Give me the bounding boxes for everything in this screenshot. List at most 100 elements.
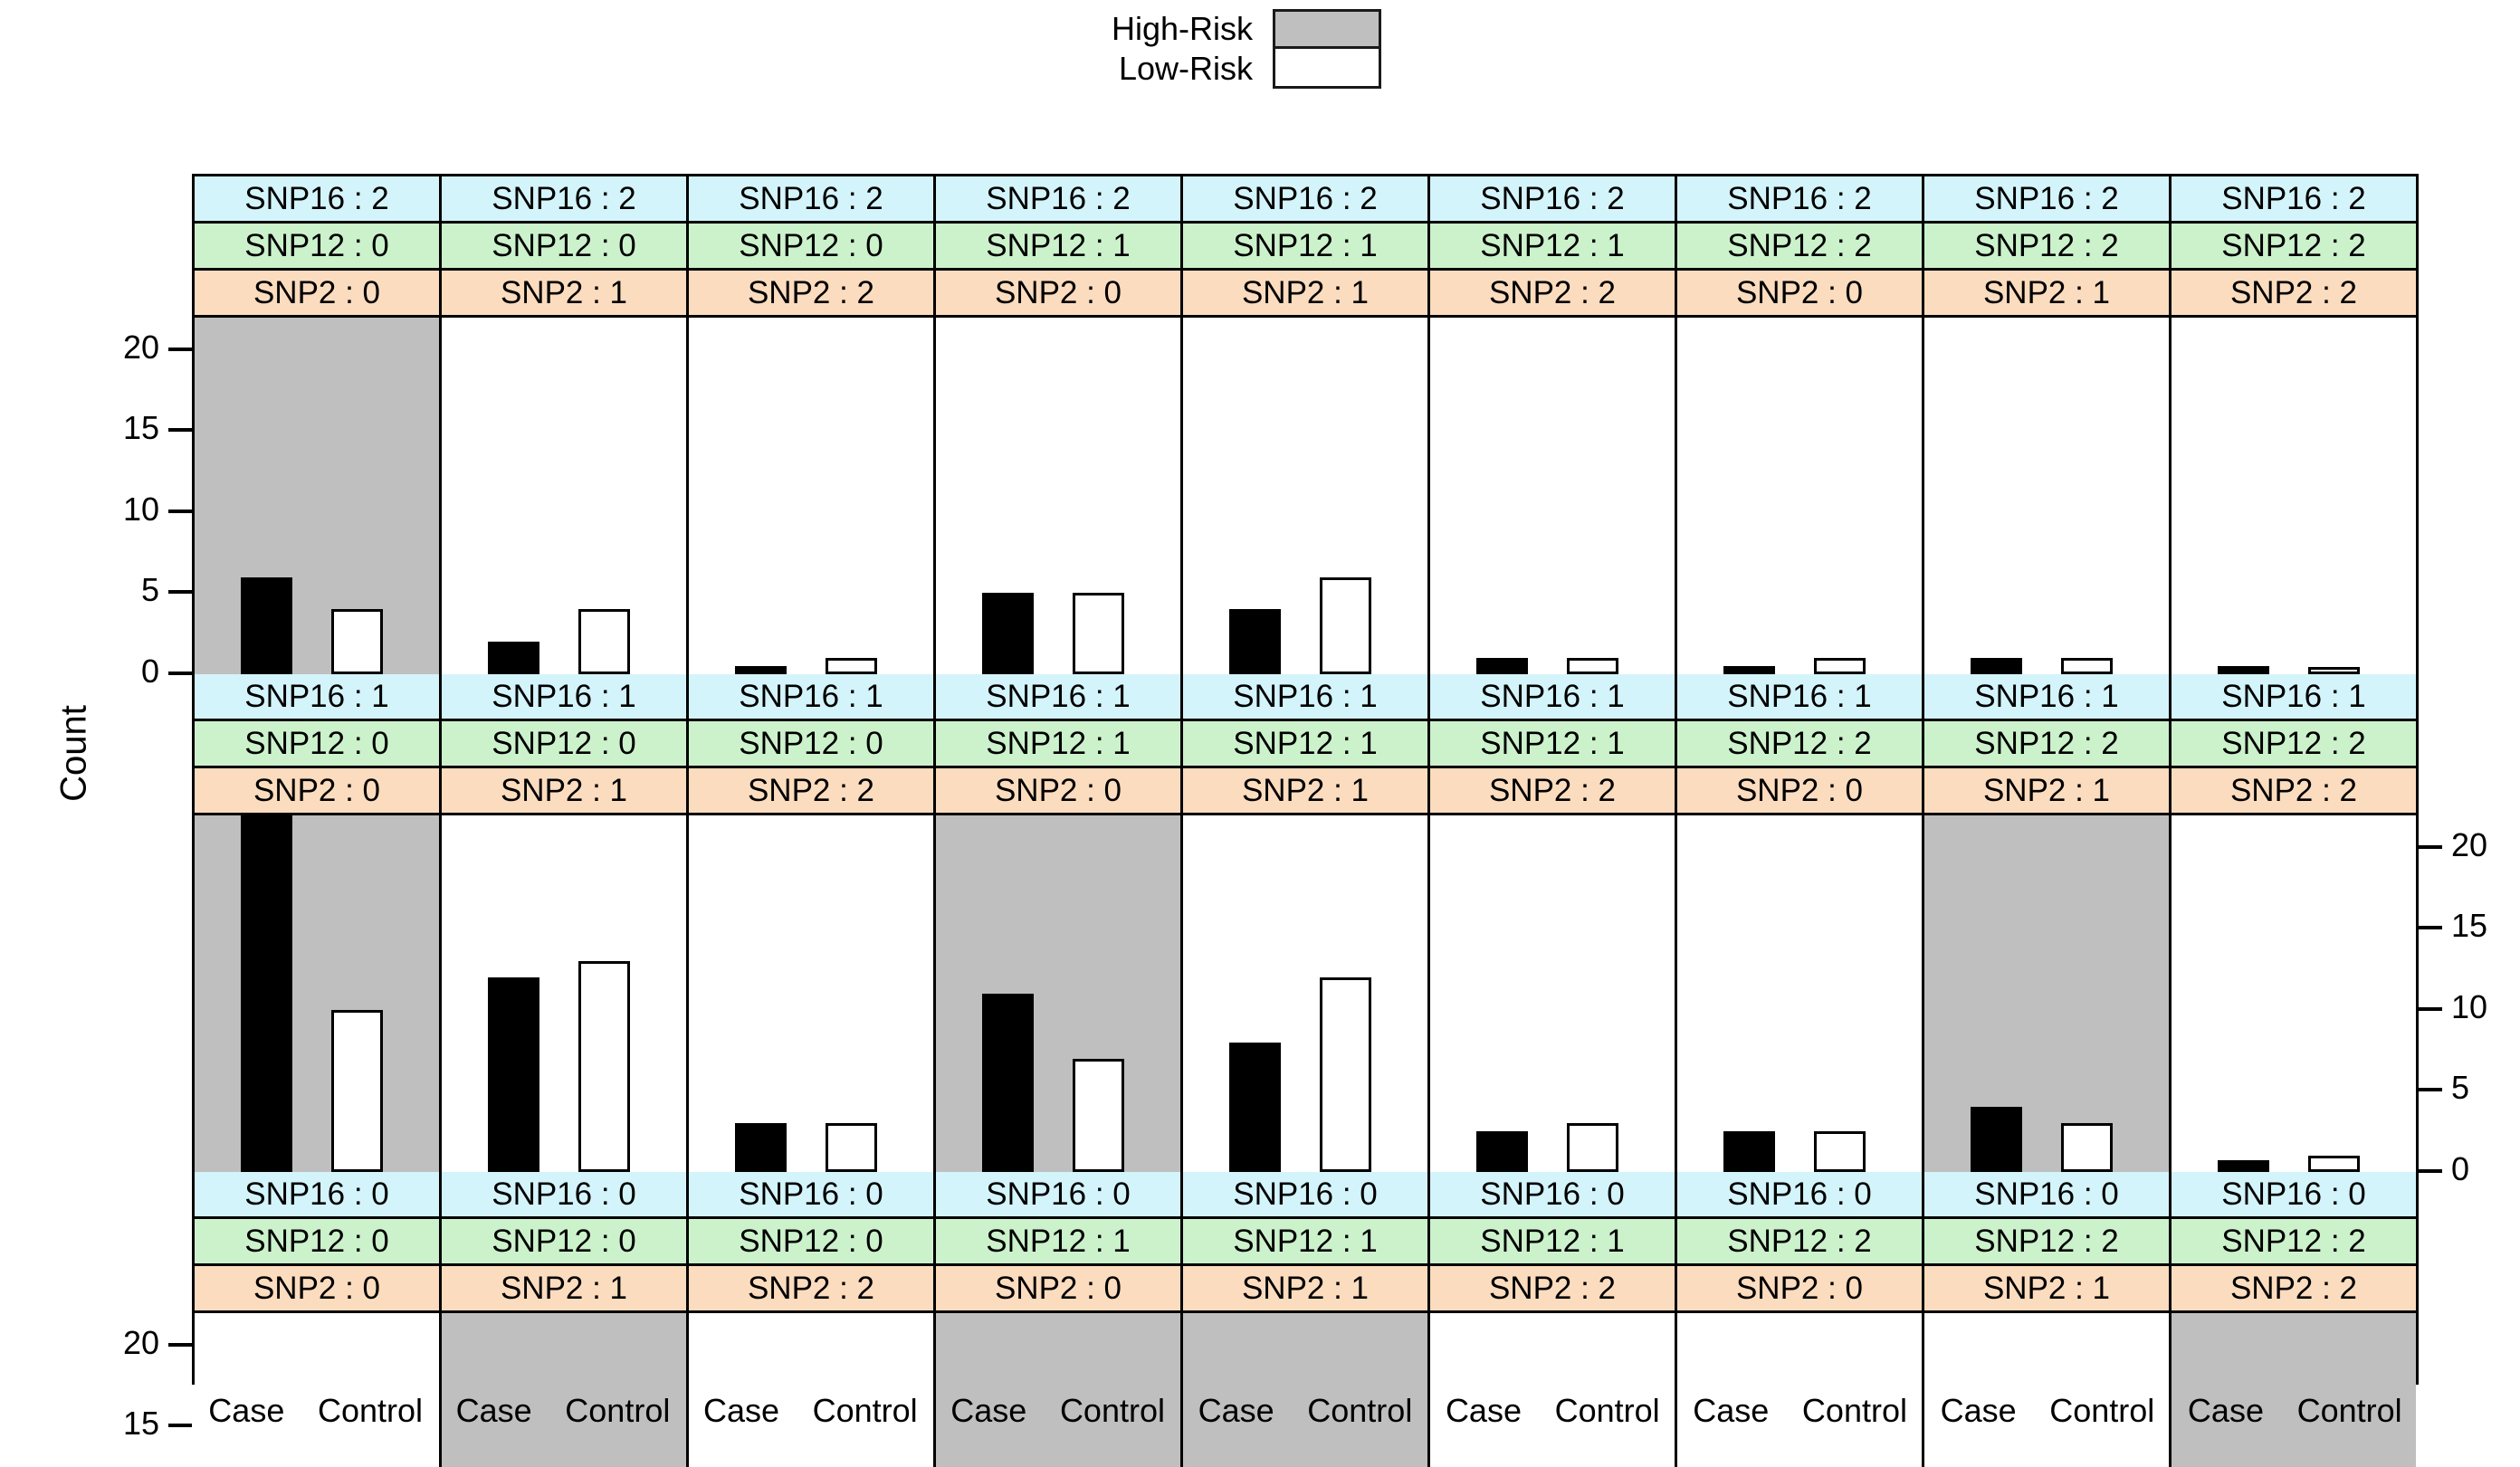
bar-case-r2-c2[interactable] <box>488 977 539 1172</box>
panel-r3-c6[interactable] <box>1430 1313 1677 1467</box>
legend: High-Risk Low-Risk <box>1112 9 1382 89</box>
bar-control-r2-c4[interactable] <box>1073 1058 1124 1172</box>
bar-control-r2-c1[interactable] <box>331 1009 383 1172</box>
panel-r2-c2[interactable] <box>442 815 689 1172</box>
y-tick-15 <box>2419 926 2442 930</box>
bar-case-r2-c8[interactable] <box>1971 1107 2022 1172</box>
y-tick-label-10: 10 <box>2451 987 2488 1025</box>
plot-row-1 <box>195 318 2416 674</box>
bar-control-r2-c9[interactable] <box>2308 1156 2360 1172</box>
panel-r3-c8[interactable] <box>1924 1313 2172 1467</box>
panel-r3-c9[interactable] <box>2172 1313 2416 1467</box>
panel-r1-c7[interactable] <box>1677 318 1924 674</box>
bars-group <box>1924 318 2169 674</box>
panel-r1-c2[interactable] <box>442 318 689 674</box>
bar-case-r2-c9[interactable] <box>2218 1160 2269 1172</box>
bars-group <box>195 318 439 674</box>
bars-group <box>1677 815 1922 1172</box>
bar-case-r1-c2[interactable] <box>488 642 539 674</box>
bar-control-r2-c6[interactable] <box>1567 1123 1618 1172</box>
bar-case-r1-c6[interactable] <box>1476 658 1528 674</box>
y-tick-label-15: 15 <box>122 409 159 447</box>
bar-control-r2-c2[interactable] <box>578 961 630 1172</box>
plot-row-2 <box>195 815 2416 1172</box>
panel-r1-c8[interactable] <box>1924 318 2172 674</box>
panel-r1-c6[interactable] <box>1430 318 1677 674</box>
bar-case-r1-c9[interactable] <box>2218 666 2269 674</box>
panel-r3-c1[interactable] <box>195 1313 442 1467</box>
strip-label-snp2-r1-c1: SNP2 : 0 <box>195 271 442 318</box>
bar-control-r1-c5[interactable] <box>1320 576 1371 674</box>
bar-control-r2-c5[interactable] <box>1320 977 1371 1172</box>
bars-group <box>195 1313 439 1467</box>
strip-label-snp16-r3-c8: SNP16 : 0 <box>1924 1172 2172 1219</box>
panel-r1-c3[interactable] <box>689 318 936 674</box>
bars-group <box>1430 815 1675 1172</box>
bar-control-r2-c8[interactable] <box>2061 1123 2113 1172</box>
bar-case-r2-c6[interactable] <box>1476 1131 1528 1172</box>
panel-r2-c9[interactable] <box>2172 815 2416 1172</box>
strip-label-snp16-r1-c1: SNP16 : 2 <box>195 176 442 224</box>
panel-r1-c9[interactable] <box>2172 318 2416 674</box>
strip-label-snp2-r2-c2: SNP2 : 1 <box>442 768 689 815</box>
strip-label-snp16-r2-c3: SNP16 : 1 <box>689 674 936 721</box>
bars-group <box>1430 318 1675 674</box>
bar-control-r1-c9[interactable] <box>2308 667 2360 674</box>
bar-case-r1-c5[interactable] <box>1229 609 1281 674</box>
panel-r1-c5[interactable] <box>1183 318 1430 674</box>
bar-case-r1-c7[interactable] <box>1723 666 1775 674</box>
panel-r2-c7[interactable] <box>1677 815 1924 1172</box>
panel-r2-c6[interactable] <box>1430 815 1677 1172</box>
bar-control-r1-c8[interactable] <box>2061 658 2113 674</box>
bar-control-r1-c7[interactable] <box>1814 658 1866 674</box>
bar-control-r1-c4[interactable] <box>1073 593 1124 674</box>
strip-label-snp16-r3-c4: SNP16 : 0 <box>936 1172 1183 1219</box>
x-tick-label-control: Control <box>1059 1392 1165 1429</box>
bar-case-r1-c8[interactable] <box>1971 658 2022 674</box>
bar-case-r1-c1[interactable] <box>241 576 292 674</box>
bar-case-r2-c3[interactable] <box>735 1123 787 1172</box>
strip-label-snp16-r3-c7: SNP16 : 0 <box>1677 1172 1924 1219</box>
strip-label-snp16-r1-c2: SNP16 : 2 <box>442 176 689 224</box>
bar-case-r2-c5[interactable] <box>1229 1042 1281 1172</box>
bars-group <box>689 815 933 1172</box>
legend-labels: High-Risk Low-Risk <box>1112 9 1253 89</box>
panel-r3-c7[interactable] <box>1677 1313 1924 1467</box>
bars-group <box>936 318 1180 674</box>
panel-r1-c1[interactable] <box>195 318 442 674</box>
bar-control-r1-c6[interactable] <box>1567 658 1618 674</box>
bar-case-r1-c4[interactable] <box>982 593 1034 674</box>
bar-control-r2-c3[interactable] <box>826 1123 877 1172</box>
strip-label-snp16-r2-c9: SNP16 : 1 <box>2172 674 2416 721</box>
panel-r3-c5[interactable] <box>1183 1313 1430 1467</box>
bar-control-r1-c2[interactable] <box>578 609 630 674</box>
bar-control-r1-c3[interactable] <box>826 658 877 674</box>
bar-case-r2-c4[interactable] <box>982 994 1034 1172</box>
panel-r2-c3[interactable] <box>689 815 936 1172</box>
x-tick-label-control: Control <box>1307 1392 1413 1429</box>
strip-label-snp2-r3-c7: SNP2 : 0 <box>1677 1266 1924 1313</box>
strip-label-snp12-r1-c5: SNP12 : 1 <box>1183 224 1430 271</box>
bar-control-r1-c1[interactable] <box>331 609 383 674</box>
panel-r2-c1[interactable] <box>195 815 442 1172</box>
bar-case-r2-c7[interactable] <box>1723 1131 1775 1172</box>
panel-r2-c4[interactable] <box>936 815 1183 1172</box>
y-tick-20 <box>168 1342 192 1347</box>
strip-label-snp12-r3-c6: SNP12 : 1 <box>1430 1219 1677 1266</box>
x-tick-label-case: Case <box>1940 1392 2017 1429</box>
panel-r1-c4[interactable] <box>936 318 1183 674</box>
bar-control-r2-c7[interactable] <box>1814 1131 1866 1172</box>
bar-case-r1-c3[interactable] <box>735 666 787 674</box>
bars-group <box>442 1313 686 1467</box>
strip-label-snp16-r2-c7: SNP16 : 1 <box>1677 674 1924 721</box>
panel-r2-c5[interactable] <box>1183 815 1430 1172</box>
panel-r3-c2[interactable] <box>442 1313 689 1467</box>
panel-r3-c3[interactable] <box>689 1313 936 1467</box>
strip-label-snp2-r3-c4: SNP2 : 0 <box>936 1266 1183 1313</box>
bar-case-r2-c1[interactable] <box>241 815 292 1172</box>
strip-label-snp16-r2-c8: SNP16 : 1 <box>1924 674 2172 721</box>
panel-r2-c8[interactable] <box>1924 815 2172 1172</box>
panel-r3-c4[interactable] <box>936 1313 1183 1467</box>
